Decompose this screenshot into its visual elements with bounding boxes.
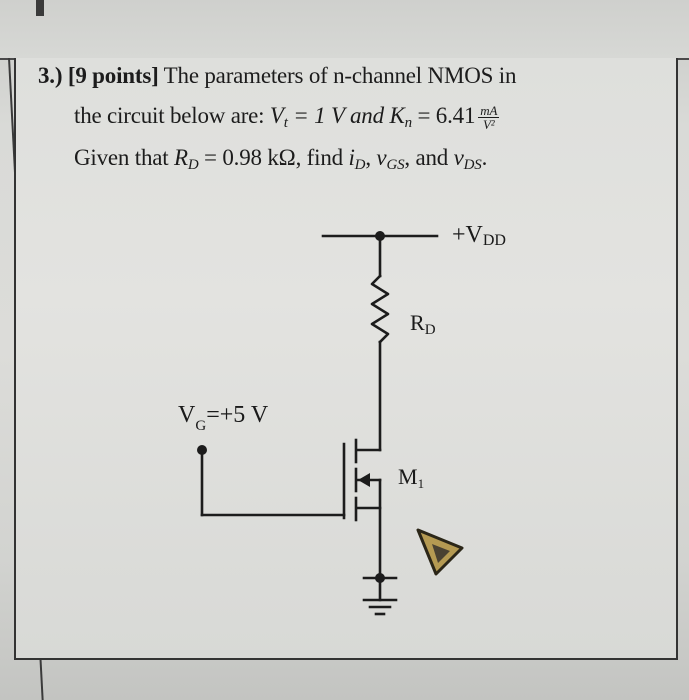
gate-node-dot <box>197 445 207 455</box>
question-box: 3.) [9 points] The parameters of n-chann… <box>14 58 678 660</box>
vdd-label: +VDD <box>452 222 506 250</box>
find-id: i <box>348 145 355 170</box>
vg-label-value: =+5 V <box>206 402 269 428</box>
rd-label-subscript: D <box>424 322 436 338</box>
find-vds: v <box>453 145 464 170</box>
find-vgs-subscript: GS <box>386 157 405 173</box>
rd-label: RD <box>410 310 436 339</box>
vdd-label-main: +V <box>452 222 483 248</box>
question-text-2: the circuit below are: <box>74 103 270 128</box>
vt-symbol: V <box>269 103 284 128</box>
kn-subscript: n <box>404 115 413 131</box>
transistor-label-subscript: 1 <box>417 476 425 491</box>
kn-value: = 6.41 <box>411 103 476 128</box>
body-arrow-icon <box>358 473 370 487</box>
vt-subscript: t <box>283 115 288 131</box>
vdd-label-subscript: DD <box>482 232 506 249</box>
question-text-1: The parameters of n-channel NMOS in <box>163 63 517 88</box>
find-vgs: v <box>376 145 387 170</box>
rd-label-main: R <box>410 310 425 335</box>
find-separator-2: , and <box>404 145 454 170</box>
find-id-subscript: D <box>354 157 366 173</box>
drain-resistor <box>370 274 390 344</box>
vdd-node-dot <box>375 231 385 241</box>
find-vds-subscript: DS <box>463 157 482 173</box>
vt-value: = 1 V and <box>287 103 390 128</box>
kn-symbol: K <box>389 103 405 128</box>
question-text-3: Given that <box>74 145 174 170</box>
rd-subscript: D <box>187 157 199 173</box>
question-line-1: 3.) [9 points] The parameters of n-chann… <box>38 62 516 90</box>
margin-mark <box>36 0 44 16</box>
rd-value: = 0.98 kΩ, find <box>198 145 349 170</box>
kn-unit-numerator: mA <box>478 103 500 119</box>
ground-node-dot <box>375 573 385 583</box>
question-line-2: the circuit below are: Vt = 1 V and Kn =… <box>74 102 500 137</box>
question-points: [9 points] <box>67 63 159 88</box>
question-number: 3.) <box>38 63 63 88</box>
rd-symbol: R <box>174 145 188 170</box>
vg-label-main: V <box>178 402 196 428</box>
find-end: . <box>481 145 488 170</box>
question-line-3: Given that RD = 0.98 kΩ, find iD, vGS, a… <box>74 144 487 179</box>
viewer-badge-icon <box>416 528 464 576</box>
transistor-label-main: M <box>398 464 418 489</box>
transistor-label: M1 <box>398 464 424 492</box>
vg-label-subscript: G <box>195 418 207 434</box>
vg-label: VG=+5 V <box>178 402 268 435</box>
find-separator-1: , <box>365 145 377 170</box>
kn-unit-denominator: V² <box>483 117 495 133</box>
